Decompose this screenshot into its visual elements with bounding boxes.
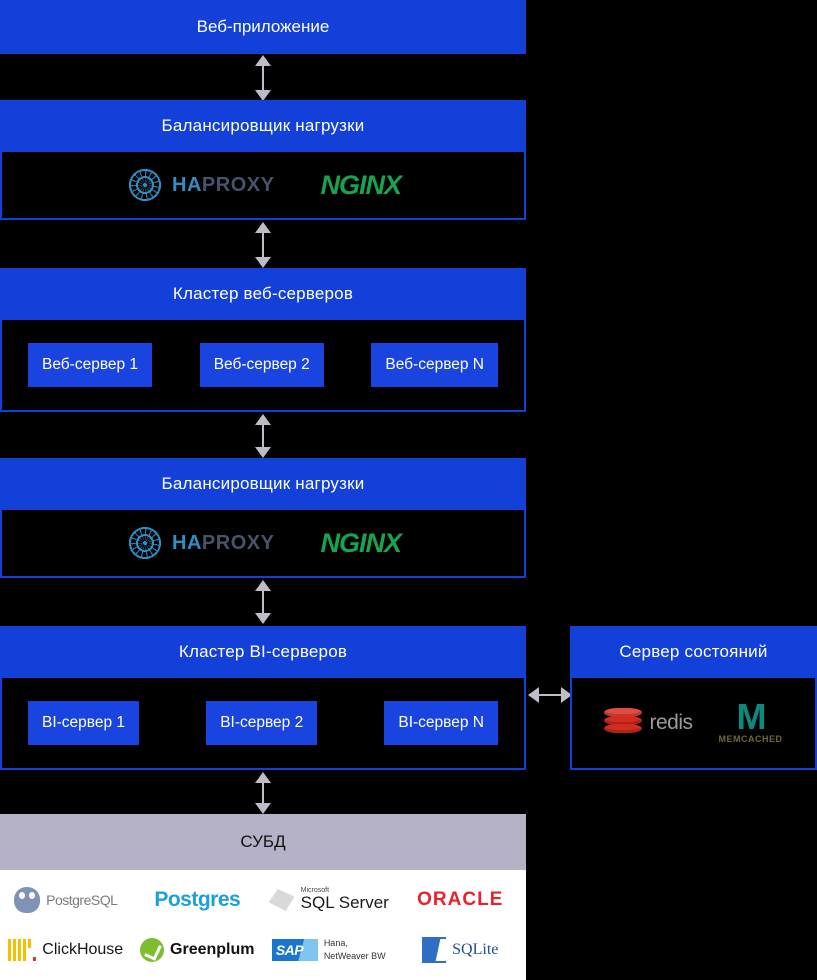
logo-row-balancers-bottom: HAPROXY NGINX xyxy=(125,523,402,563)
arrow-stem xyxy=(262,589,264,615)
arrow-bicluster-to-dbms xyxy=(252,772,274,814)
arrow-webcluster-to-balancer2 xyxy=(252,414,274,458)
node-web-application-title: Веб-приложение xyxy=(196,17,330,36)
haproxy-logo-proxy: PROXY xyxy=(201,531,275,554)
redis-mark-icon xyxy=(604,708,643,738)
node-load-balancer-bottom[interactable]: Балансировщик нагрузки HAPROXY NGINX xyxy=(0,458,526,578)
redis-logo: redis xyxy=(604,708,693,738)
node-bi-server-cluster-body: BI-сервер 1 BI-сервер 2 BI-сервер N xyxy=(0,678,526,770)
memcached-logo-text: MEMCACHED xyxy=(718,733,783,744)
postgresql-elephant-icon xyxy=(14,887,41,913)
sap-product-line-2: NetWeaver BW xyxy=(323,951,386,961)
arrow-stem xyxy=(262,423,264,449)
node-bi-server-cluster[interactable]: Кластер BI-серверов BI-сервер 1 BI-серве… xyxy=(0,626,526,770)
nginx-logo-text: NGINX xyxy=(320,169,402,200)
nginx-logo: NGINX xyxy=(320,527,402,559)
arrow-stem xyxy=(262,231,264,259)
microsoft-sql-server-text: SQL Server xyxy=(300,893,389,912)
sap-logo: SAP Hana, NetWeaver BW xyxy=(263,925,395,975)
arrow-tip-down xyxy=(255,613,271,624)
bi-server-chip-list: BI-сервер 1 BI-сервер 2 BI-сервер N xyxy=(2,701,524,745)
arrow-webapp-to-balancer xyxy=(252,55,274,101)
arrow-tip-right xyxy=(561,687,572,703)
web-server-chip-list: Веб-сервер 1 Веб-сервер 2 Веб-сервер N xyxy=(2,343,524,387)
node-dbms-title-bar[interactable]: СУБД xyxy=(0,814,526,870)
bi-server-chip[interactable]: BI-сервер N xyxy=(384,701,498,745)
arrow-tip-up xyxy=(255,580,271,591)
arrow-bicluster-to-stateserver xyxy=(528,684,572,706)
haproxy-mark-icon xyxy=(125,523,166,563)
arrow-stem xyxy=(537,694,563,696)
node-state-server[interactable]: Сервер состояний redis M MEMCACHED xyxy=(570,626,817,770)
arrow-tip-down xyxy=(255,257,271,268)
nginx-logo-text: NGINX xyxy=(320,527,402,558)
arrow-tip-up xyxy=(255,772,271,783)
node-web-server-cluster[interactable]: Кластер веб-серверов Веб-сервер 1 Веб-се… xyxy=(0,268,526,412)
sap-product-line-1: Hana, xyxy=(323,937,348,948)
memcached-mark-icon: M xyxy=(736,696,767,738)
node-web-server-cluster-body: Веб-сервер 1 Веб-сервер 2 Веб-сервер N xyxy=(0,320,526,412)
bi-server-chip[interactable]: BI-сервер 1 xyxy=(28,701,140,745)
oracle-logo: ORACLE xyxy=(395,875,527,925)
logo-row-balancers-top: HAPROXY NGINX xyxy=(125,165,402,205)
postgres-pro-logo-text: Postgres xyxy=(154,888,241,911)
greenplum-logo: Greenplum xyxy=(132,925,264,975)
postgresql-logo-text: PostgreSQL xyxy=(46,892,118,908)
greenplum-logo-text: Greenplum xyxy=(170,941,255,958)
web-server-chip[interactable]: Веб-сервер 2 xyxy=(199,343,324,387)
clickhouse-bars-icon xyxy=(8,939,37,961)
haproxy-logo-ha: HA xyxy=(172,531,202,554)
dbms-logo-row: ClickHouse Greenplum SAP Hana, NetWeaver… xyxy=(0,925,526,975)
logo-row-state-server: redis M MEMCACHED xyxy=(604,696,783,744)
sqlite-logo: SQLite xyxy=(395,925,527,975)
arrow-tip-down xyxy=(255,447,271,458)
redis-logo-text: redis xyxy=(649,711,693,734)
greenplum-mark-icon xyxy=(140,938,165,962)
arrow-tip-down xyxy=(255,803,271,814)
web-server-chip[interactable]: Веб-сервер 1 xyxy=(28,343,153,387)
arrow-tip-left xyxy=(528,687,539,703)
postgres-pro-logo: Postgres xyxy=(132,875,264,925)
haproxy-logo: HAPROXY xyxy=(125,165,274,205)
sqlite-mark-icon xyxy=(422,937,447,963)
haproxy-logo-ha: HA xyxy=(172,173,202,196)
arrow-stem xyxy=(262,64,264,92)
arrow-tip-up xyxy=(255,55,271,66)
arrow-stem xyxy=(262,781,264,805)
haproxy-logo-proxy: PROXY xyxy=(201,173,275,196)
dbms-logo-row: PostgreSQL Postgres Microsoft SQL Server… xyxy=(0,875,526,925)
clickhouse-logo-text: ClickHouse xyxy=(42,941,124,958)
haproxy-logo: HAPROXY xyxy=(125,523,274,563)
node-state-server-body: redis M MEMCACHED xyxy=(570,678,817,770)
haproxy-mark-icon xyxy=(125,165,166,205)
node-load-balancer-bottom-title: Балансировщик нагрузки xyxy=(0,458,526,510)
node-load-balancer-top[interactable]: Балансировщик нагрузки HAPROXY NGINX xyxy=(0,100,526,220)
web-server-chip[interactable]: Веб-сервер N xyxy=(371,343,498,387)
node-web-application[interactable]: Веб-приложение xyxy=(0,0,526,54)
arrow-tip-up xyxy=(255,414,271,425)
node-dbms-title: СУБД xyxy=(240,832,286,851)
oracle-logo-text: ORACLE xyxy=(417,889,504,910)
sap-mark-icon: SAP xyxy=(271,939,318,961)
node-state-server-title: Сервер состояний xyxy=(570,626,817,678)
node-load-balancer-bottom-body: HAPROXY NGINX xyxy=(0,510,526,578)
arrow-tip-down xyxy=(255,90,271,101)
node-load-balancer-top-body: HAPROXY NGINX xyxy=(0,152,526,220)
nginx-logo: NGINX xyxy=(320,169,402,201)
clickhouse-logo: ClickHouse xyxy=(0,925,132,975)
sqlite-logo-text: SQLite xyxy=(452,941,499,958)
arrow-balancer-to-webcluster xyxy=(252,222,274,268)
arrow-balancer2-to-bicluster xyxy=(252,580,274,624)
arrow-tip-up xyxy=(255,222,271,233)
microsoft-sql-server-logo: Microsoft SQL Server xyxy=(263,875,395,925)
node-web-server-cluster-title: Кластер веб-серверов xyxy=(0,268,526,320)
microsoft-mark-icon xyxy=(268,889,295,911)
postgresql-logo: PostgreSQL xyxy=(0,875,132,925)
node-load-balancer-top-title: Балансировщик нагрузки xyxy=(0,100,526,152)
node-dbms-body: PostgreSQL Postgres Microsoft SQL Server… xyxy=(0,870,526,980)
microsoft-vendor-text: Microsoft xyxy=(300,887,330,894)
memcached-logo: M MEMCACHED xyxy=(718,696,783,744)
bi-server-chip[interactable]: BI-сервер 2 xyxy=(206,701,318,745)
node-bi-server-cluster-title: Кластер BI-серверов xyxy=(0,626,526,678)
